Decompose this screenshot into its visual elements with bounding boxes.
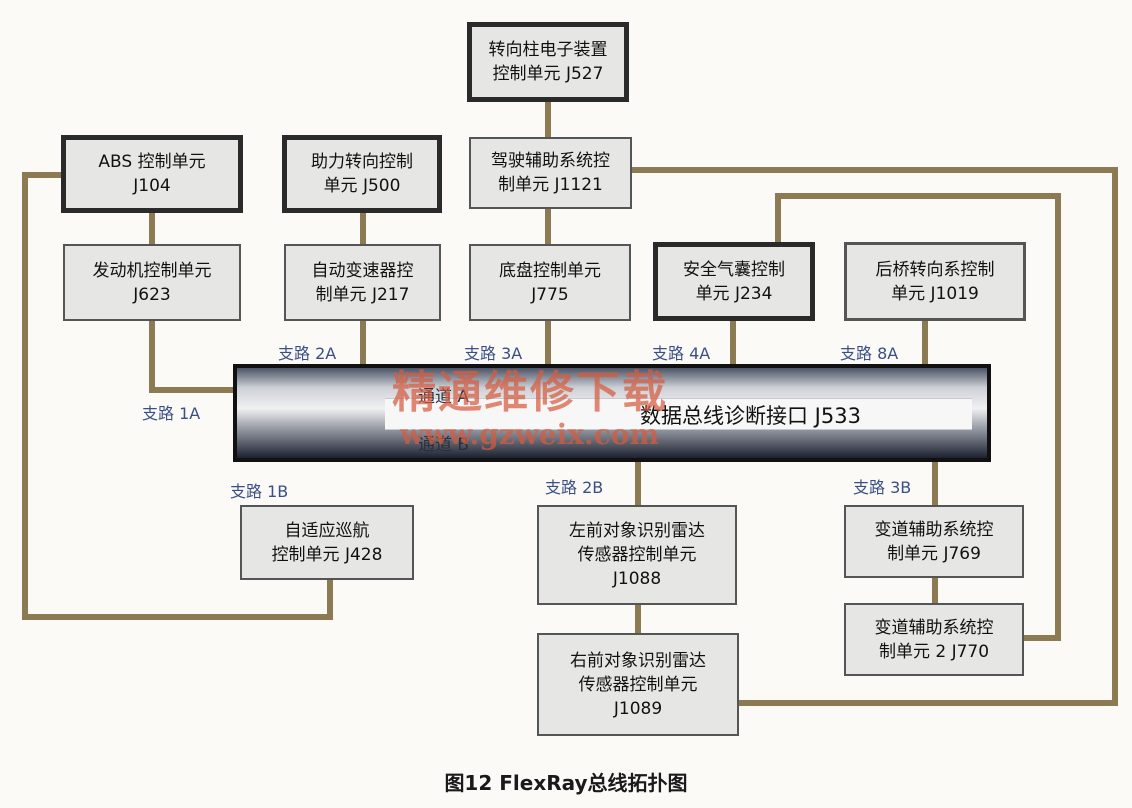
- ecu-j234: 安全气囊控制 单元 J234: [653, 242, 815, 321]
- watermark-title: 精通维修下载: [392, 367, 668, 418]
- ecu-j775-line1: 底盘控制单元: [499, 260, 601, 281]
- ecu-j623: 发动机控制单元 J623: [63, 244, 241, 321]
- ecu-j1088: 左前对象识别雷达 传感器控制单元 J1088: [537, 505, 737, 605]
- branch-8a-label: 支路 8A: [840, 344, 899, 363]
- ecu-j428: 自适应巡航 控制单元 J428: [240, 505, 414, 580]
- ecu-j500-line1: 助力转向控制: [311, 152, 413, 172]
- wire-branch-1a: [149, 320, 233, 393]
- ecu-j104-line1: ABS 控制单元: [98, 152, 206, 172]
- ecu-j770: 变道辅助系统控 制单元 2 J770: [844, 603, 1024, 676]
- wire-branch-1b-loop: [22, 172, 333, 620]
- ecu-j775-line2: J775: [531, 284, 569, 305]
- wire-j1121-j1089: [632, 167, 1118, 706]
- ecu-j217-line1: 自动变速器控: [311, 260, 414, 281]
- ecu-j234-line1: 安全气囊控制: [683, 259, 785, 280]
- channel-a-label: 通道 A: [418, 387, 470, 407]
- ecu-j428-line2: 控制单元 J428: [271, 544, 383, 565]
- ecu-j1088-line2: 传感器控制单元: [577, 545, 697, 565]
- ecu-j1089-line1: 右前对象识别雷达: [570, 650, 706, 671]
- ecu-j623-line2: J623: [133, 284, 171, 305]
- ecu-j1019: 后桥转向系控制 单元 J1019: [844, 242, 1026, 321]
- ecu-j234-line2: 单元 J234: [695, 283, 773, 304]
- ecu-j770-line2: 制单元 2 J770: [878, 641, 990, 662]
- ecu-j1088-line1: 左前对象识别雷达: [569, 521, 705, 541]
- ecu-j775: 底盘控制单元 J775: [469, 244, 631, 321]
- ecu-j1088-line3: J1088: [612, 569, 662, 589]
- ecu-j1019-line2: 单元 J1019: [891, 283, 979, 304]
- ecu-j104-line2: J104: [133, 176, 171, 196]
- ecu-j1089-line3: J1089: [613, 698, 663, 719]
- ecu-j500: 助力转向控制 单元 J500: [282, 135, 442, 213]
- ecu-j1089: 右前对象识别雷达 传感器控制单元 J1089: [537, 633, 739, 736]
- ecu-j769-line1: 变道辅助系统控: [874, 519, 994, 540]
- ecu-j1089-line2: 传感器控制单元: [578, 674, 698, 695]
- ecu-j769: 变道辅助系统控 制单元 J769: [844, 505, 1024, 578]
- ecu-j527-line2: 控制单元 J527: [492, 64, 604, 84]
- ecu-j769-line2: 制单元 J769: [887, 543, 981, 564]
- ecu-j217: 自动变速器控 制单元 J217: [284, 244, 441, 321]
- wire-j234-j770: [775, 193, 1061, 641]
- ecu-j1121: 驾驶辅助系统控 制单元 J1121: [469, 137, 632, 209]
- ecu-j1121-line1: 驾驶辅助系统控: [491, 151, 610, 171]
- channel-b-label: 通道 B: [418, 435, 470, 455]
- branch-2a-label: 支路 2A: [278, 344, 337, 363]
- figure-caption: 图12 FlexRay总线拓扑图: [444, 771, 688, 795]
- ecu-j1121-line2: 制单元 J1121: [498, 175, 603, 195]
- branch-1b-label: 支路 1B: [230, 482, 289, 501]
- ecu-j770-line1: 变道辅助系统控: [874, 617, 994, 638]
- branch-4a-label: 支路 4A: [652, 344, 711, 363]
- ecu-j527: 转向柱电子装置 控制单元 J527: [467, 22, 629, 102]
- branch-3b-label: 支路 3B: [853, 478, 912, 497]
- ecu-j1019-line1: 后桥转向系控制: [875, 259, 995, 280]
- branch-3a-label: 支路 3A: [464, 344, 523, 363]
- ecu-j500-line2: 单元 J500: [323, 176, 401, 196]
- ecu-j104: ABS 控制单元 J104: [61, 135, 243, 213]
- ecu-j428-line1: 自适应巡航: [284, 520, 370, 541]
- watermark-url: www.gzweix.com: [400, 418, 660, 451]
- branch-2b-label: 支路 2B: [545, 478, 604, 497]
- ecu-j623-line1: 发动机控制单元: [92, 260, 212, 281]
- ecu-j217-line2: 制单元 J217: [315, 284, 410, 305]
- ecu-j527-line1: 转向柱电子装置: [488, 40, 608, 60]
- diagnostic-interface-label: 数据总线诊断接口 J533: [640, 404, 861, 428]
- branch-1a-label: 支路 1A: [142, 404, 201, 423]
- diagnostic-interface-strip: [385, 398, 972, 430]
